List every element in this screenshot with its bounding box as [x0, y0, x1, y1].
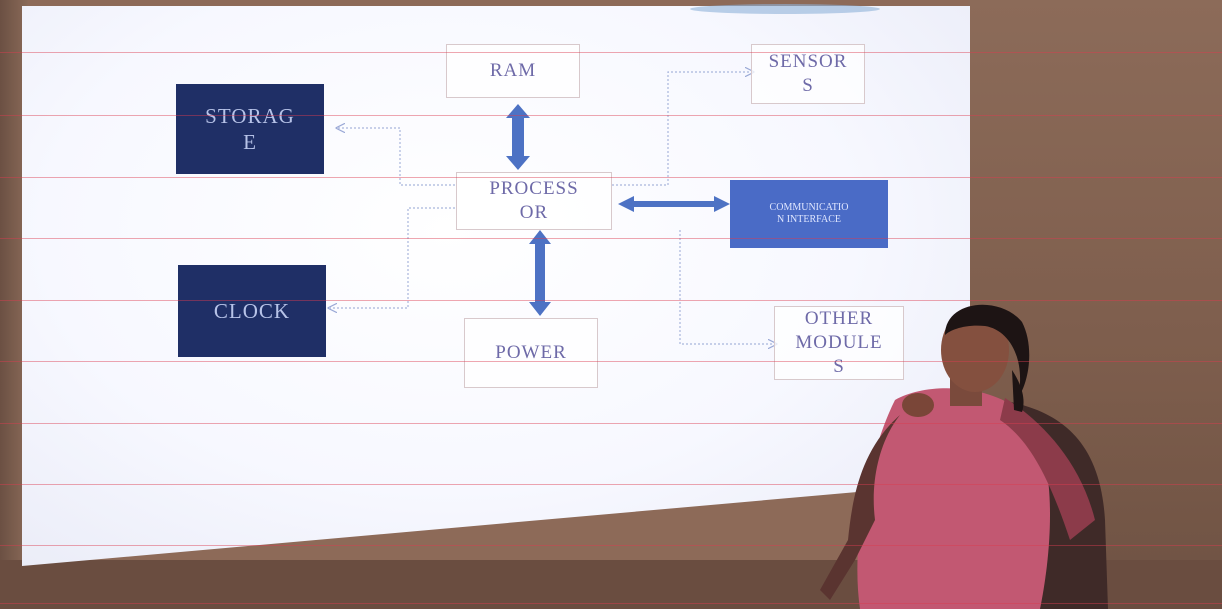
- processor-block: PROCESS OR: [456, 172, 612, 230]
- scan-line: [0, 177, 1222, 178]
- ram-block: RAM: [446, 44, 580, 98]
- power-label: POWER: [495, 342, 567, 364]
- communication-interface-label: COMMUNICATIO N INTERFACE: [769, 201, 849, 226]
- clock-block: CLOCK: [178, 265, 326, 357]
- clock-connector: [330, 207, 455, 308]
- clock-label: CLOCK: [213, 298, 291, 323]
- sensors-connector: [612, 72, 752, 186]
- sensors-block: SENSOR S: [751, 44, 865, 104]
- scan-line: [0, 484, 1222, 485]
- storage-label: STORAG E: [205, 103, 295, 154]
- scan-line: [0, 300, 1222, 301]
- processor-label: PROCESS OR: [489, 178, 579, 223]
- other-modules-connector: [679, 230, 775, 344]
- processor-power-arrow: [529, 230, 551, 316]
- scan-line: [0, 361, 1222, 362]
- ram-label: RAM: [489, 60, 537, 82]
- communication-interface-block: COMMUNICATIO N INTERFACE: [730, 180, 888, 248]
- other-modules-label: OTHER MODULE S: [795, 308, 883, 377]
- other-modules-block: OTHER MODULE S: [774, 306, 904, 380]
- scan-line: [0, 115, 1222, 116]
- screen-edge-highlight: [690, 4, 880, 14]
- scan-line: [0, 52, 1222, 53]
- ram-processor-arrow: [506, 104, 530, 170]
- storage-block: STORAG E: [176, 84, 324, 174]
- presenter-body: [820, 304, 1108, 609]
- scan-line: [0, 603, 1222, 604]
- power-block: POWER: [464, 318, 598, 388]
- scan-line: [0, 238, 1222, 239]
- scan-line: [0, 423, 1222, 424]
- sensors-label: SENSOR S: [768, 51, 848, 96]
- scan-line: [0, 545, 1222, 546]
- processor-communication-arrow: [618, 196, 730, 212]
